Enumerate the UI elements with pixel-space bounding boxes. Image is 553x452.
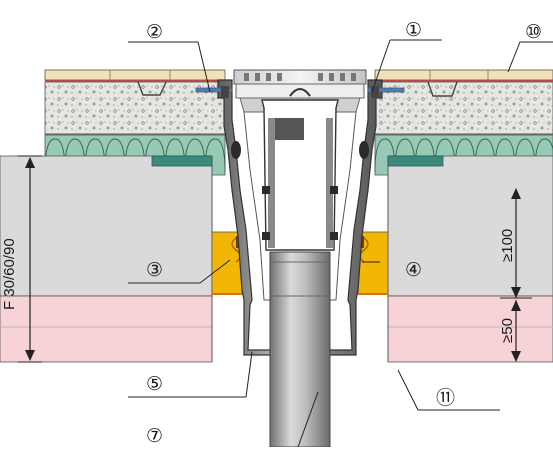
drain-housing (217, 79, 383, 356)
gasket-left (231, 141, 241, 159)
drain-grate (233, 69, 367, 85)
tile-right (374, 69, 553, 81)
slab-lower-left (0, 295, 213, 363)
fire-rating-dimension: F 30/60/90 (1, 155, 42, 363)
callout-4: ④ (405, 260, 422, 281)
callout-10: ⑩ (525, 22, 542, 43)
fire-rating-label: F 30/60/90 (1, 238, 18, 310)
callout-5: ⑤ (146, 374, 163, 395)
depth-dimensions: ≥100 ≥50 (499, 188, 532, 362)
callout-2: ② (146, 22, 163, 43)
callout-7: ⑦ (146, 426, 163, 447)
trap-cap (268, 118, 304, 140)
slab-left (0, 155, 213, 297)
tile-left (44, 69, 226, 81)
leader-lines (128, 39, 553, 448)
slab-right (387, 155, 553, 297)
discharge-pipe (269, 251, 331, 448)
tile-layer (44, 69, 553, 82)
support-plate-right (387, 155, 444, 167)
callout-3: ③ (146, 260, 163, 281)
slab-lower-right (387, 295, 553, 363)
callout-1: ① (405, 20, 422, 41)
support-plate-left (151, 155, 213, 167)
callout-11: ⑪ (436, 387, 455, 409)
callout-labels: ② ① ⑩ ③ ④ ⑤ ⑦ ⑪ (146, 20, 542, 447)
slab-layer (0, 155, 553, 363)
min-depth-upper-label: ≥100 (499, 229, 516, 262)
gasket-right (359, 141, 369, 159)
min-depth-lower-label: ≥50 (499, 318, 516, 343)
